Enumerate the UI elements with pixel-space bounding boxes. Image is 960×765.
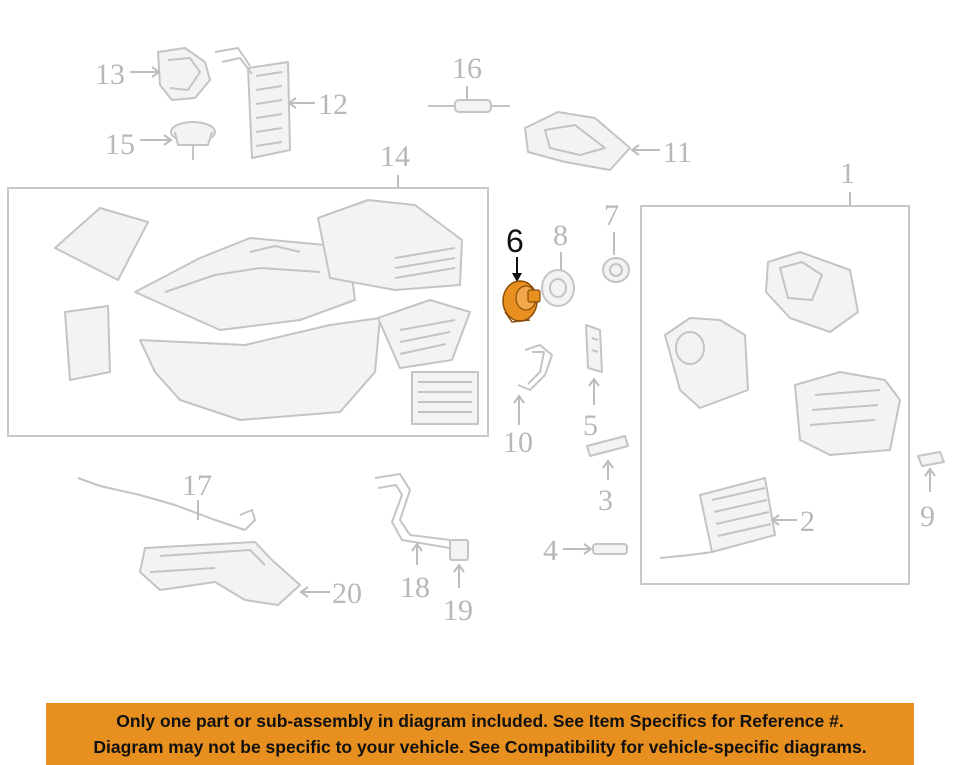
part-13-actuator: 13 xyxy=(95,47,211,101)
callout-16: 16 xyxy=(452,52,482,85)
part-12-heater-core: 12 xyxy=(214,47,348,159)
callout-4: 4 xyxy=(543,534,558,567)
part-8-blower-wheel: 8 xyxy=(541,219,575,307)
part-20-duct: 20 xyxy=(139,541,362,610)
callout-11: 11 xyxy=(663,136,692,169)
part-9-clip: 9 xyxy=(917,451,945,533)
callout-5: 5 xyxy=(583,409,598,442)
part-10-hose: 10 xyxy=(503,344,553,459)
callout-20: 20 xyxy=(332,577,362,610)
callout-15: 15 xyxy=(105,128,135,161)
callout-2: 2 xyxy=(800,505,815,538)
callout-12: 12 xyxy=(318,88,348,121)
notice-line-1: Only one part or sub-assembly in diagram… xyxy=(116,711,844,731)
part-7-grommet: 7 xyxy=(602,199,630,283)
part-6-blower-motor: 6 xyxy=(502,223,541,323)
part-14-case-assembly: 14 xyxy=(7,140,489,437)
notice-line-2: Diagram may not be specific to your vehi… xyxy=(93,737,867,757)
callout-18: 18 xyxy=(400,571,430,604)
callout-6: 6 xyxy=(506,223,524,259)
part-19-connector: 19 xyxy=(443,539,473,627)
notice-banner: Only one part or sub-assembly in diagram… xyxy=(46,703,914,765)
callout-3: 3 xyxy=(598,484,613,517)
callout-13: 13 xyxy=(95,58,125,91)
callout-14: 14 xyxy=(380,140,410,173)
callout-17: 17 xyxy=(182,469,212,502)
callout-19: 19 xyxy=(443,594,473,627)
part-17-cable: 17 xyxy=(77,469,256,531)
part-15-valve: 15 xyxy=(105,121,216,161)
callout-7: 7 xyxy=(604,199,619,232)
part-3-resistor: 3 xyxy=(586,435,629,517)
part-11-duct: 11 xyxy=(524,111,692,171)
part-5-bracket: 5 xyxy=(583,324,603,442)
callout-10: 10 xyxy=(503,426,533,459)
callout-9: 9 xyxy=(920,500,935,533)
part-1-case-subassembly: 1 2 xyxy=(640,157,910,585)
callout-8: 8 xyxy=(553,219,568,252)
callout-1: 1 xyxy=(840,157,855,190)
part-18-hose: 18 xyxy=(374,473,451,604)
part-16-sensor: 16 xyxy=(428,52,510,113)
part-4-bolt: 4 xyxy=(543,534,628,567)
